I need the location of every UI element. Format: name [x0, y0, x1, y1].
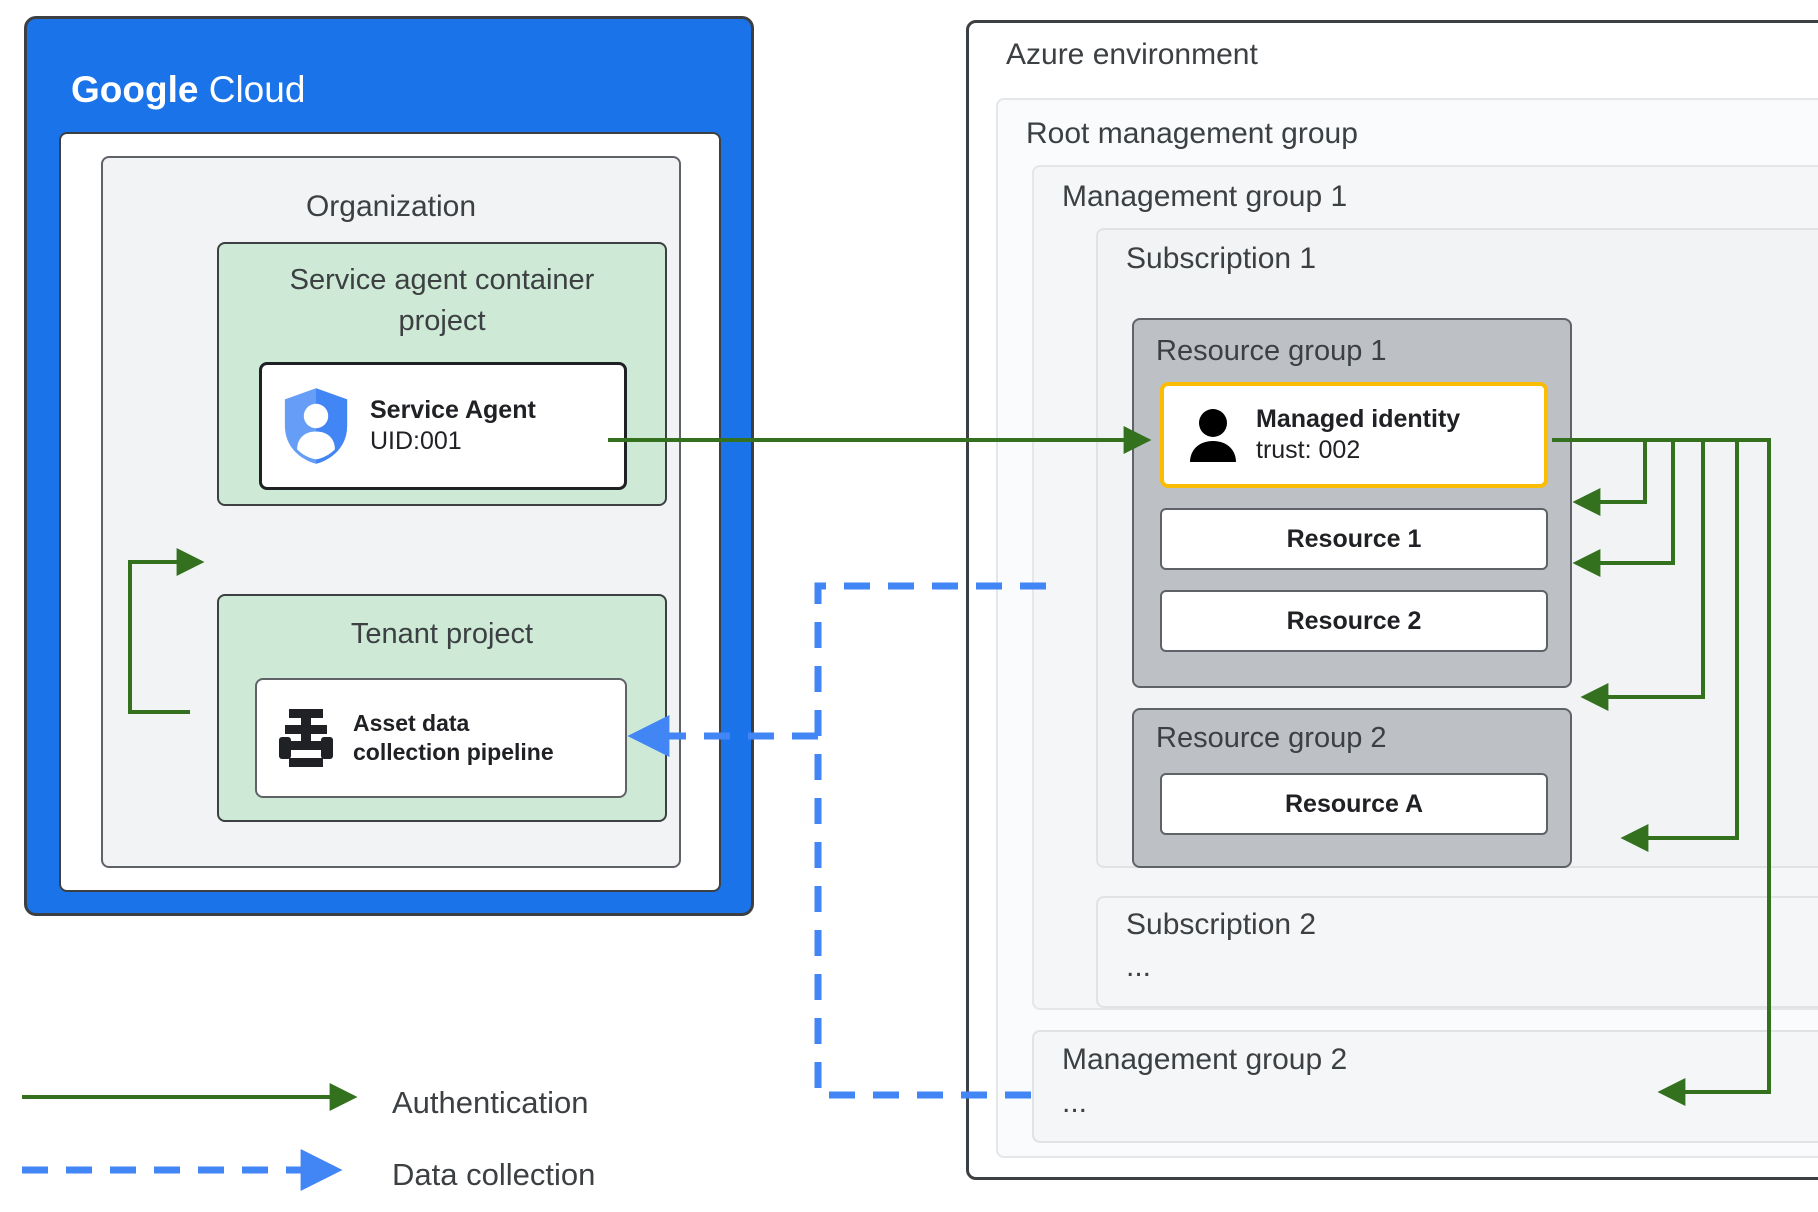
managed-identity-name: Managed identity: [1256, 405, 1461, 433]
managed-identity-text: Managed identity trust: 002: [1256, 404, 1460, 466]
logo-google-text: Google: [71, 69, 199, 110]
resource-group-1-title: Resource group 1: [1156, 335, 1387, 367]
root-management-group-title: Root management group: [1026, 117, 1358, 150]
organization-box: Organization Service agent container pro…: [101, 156, 681, 868]
management-group-2-ellipsis: ...: [1062, 1086, 1088, 1119]
subscription-2-ellipsis: ...: [1126, 950, 1152, 983]
asset-data-collection-pipeline-card[interactable]: Asset data collection pipeline: [255, 678, 627, 798]
managed-identity-trust: trust: 002: [1256, 436, 1361, 464]
legend-label-authentication: Authentication: [392, 1085, 589, 1120]
legend-label-data-collection: Data collection: [392, 1157, 596, 1192]
pipeline-label-line1: Asset data: [353, 710, 470, 736]
subscription-2-title: Subscription 2: [1126, 908, 1317, 941]
resource-a-box[interactable]: Resource A: [1160, 773, 1548, 835]
service-agent-card-text: Service Agent UID:001: [370, 395, 536, 457]
tenant-project-box: Tenant project: [217, 594, 667, 822]
google-cloud-inner-frame: Organization Service agent container pro…: [59, 132, 721, 892]
shield-person-icon: [280, 386, 352, 466]
managed-identity-card[interactable]: Managed identity trust: 002: [1160, 382, 1548, 488]
azure-environment-title: Azure environment: [1006, 38, 1258, 71]
service-agent-container-project-box: Service agent container project: [217, 242, 667, 506]
resource-1-label: Resource 1: [1286, 524, 1422, 553]
resource-1-box[interactable]: Resource 1: [1160, 508, 1548, 570]
pipeline-valve-icon: [275, 703, 337, 773]
person-icon: [1186, 406, 1240, 464]
pipeline-card-text: Asset data collection pipeline: [353, 709, 554, 767]
organization-title: Organization: [305, 190, 477, 223]
pipeline-label-line2: collection pipeline: [353, 739, 554, 765]
service-agent-uid: UID:001: [370, 427, 462, 455]
google-cloud-logo: Google Cloud: [71, 69, 305, 111]
service-agent-card[interactable]: Service Agent UID:001: [259, 362, 627, 490]
logo-cloud-text: Cloud: [208, 69, 306, 110]
service-agent-project-title-line1: Service agent container: [289, 264, 595, 296]
resource-a-label: Resource A: [1284, 789, 1423, 818]
service-agent-name: Service Agent: [370, 396, 536, 424]
subscription-1-title: Subscription 1: [1126, 242, 1317, 275]
management-group-2-title: Management group 2: [1062, 1043, 1348, 1076]
resource-2-box[interactable]: Resource 2: [1160, 590, 1548, 652]
google-cloud-panel: Google Cloud Organization Service agent …: [24, 16, 754, 916]
service-agent-project-title-line2: project: [398, 305, 486, 337]
resource-group-2-title: Resource group 2: [1156, 722, 1387, 754]
management-group-1-title: Management group 1: [1062, 180, 1348, 213]
tenant-project-title: Tenant project: [350, 618, 534, 650]
resource-2-label: Resource 2: [1286, 606, 1422, 635]
